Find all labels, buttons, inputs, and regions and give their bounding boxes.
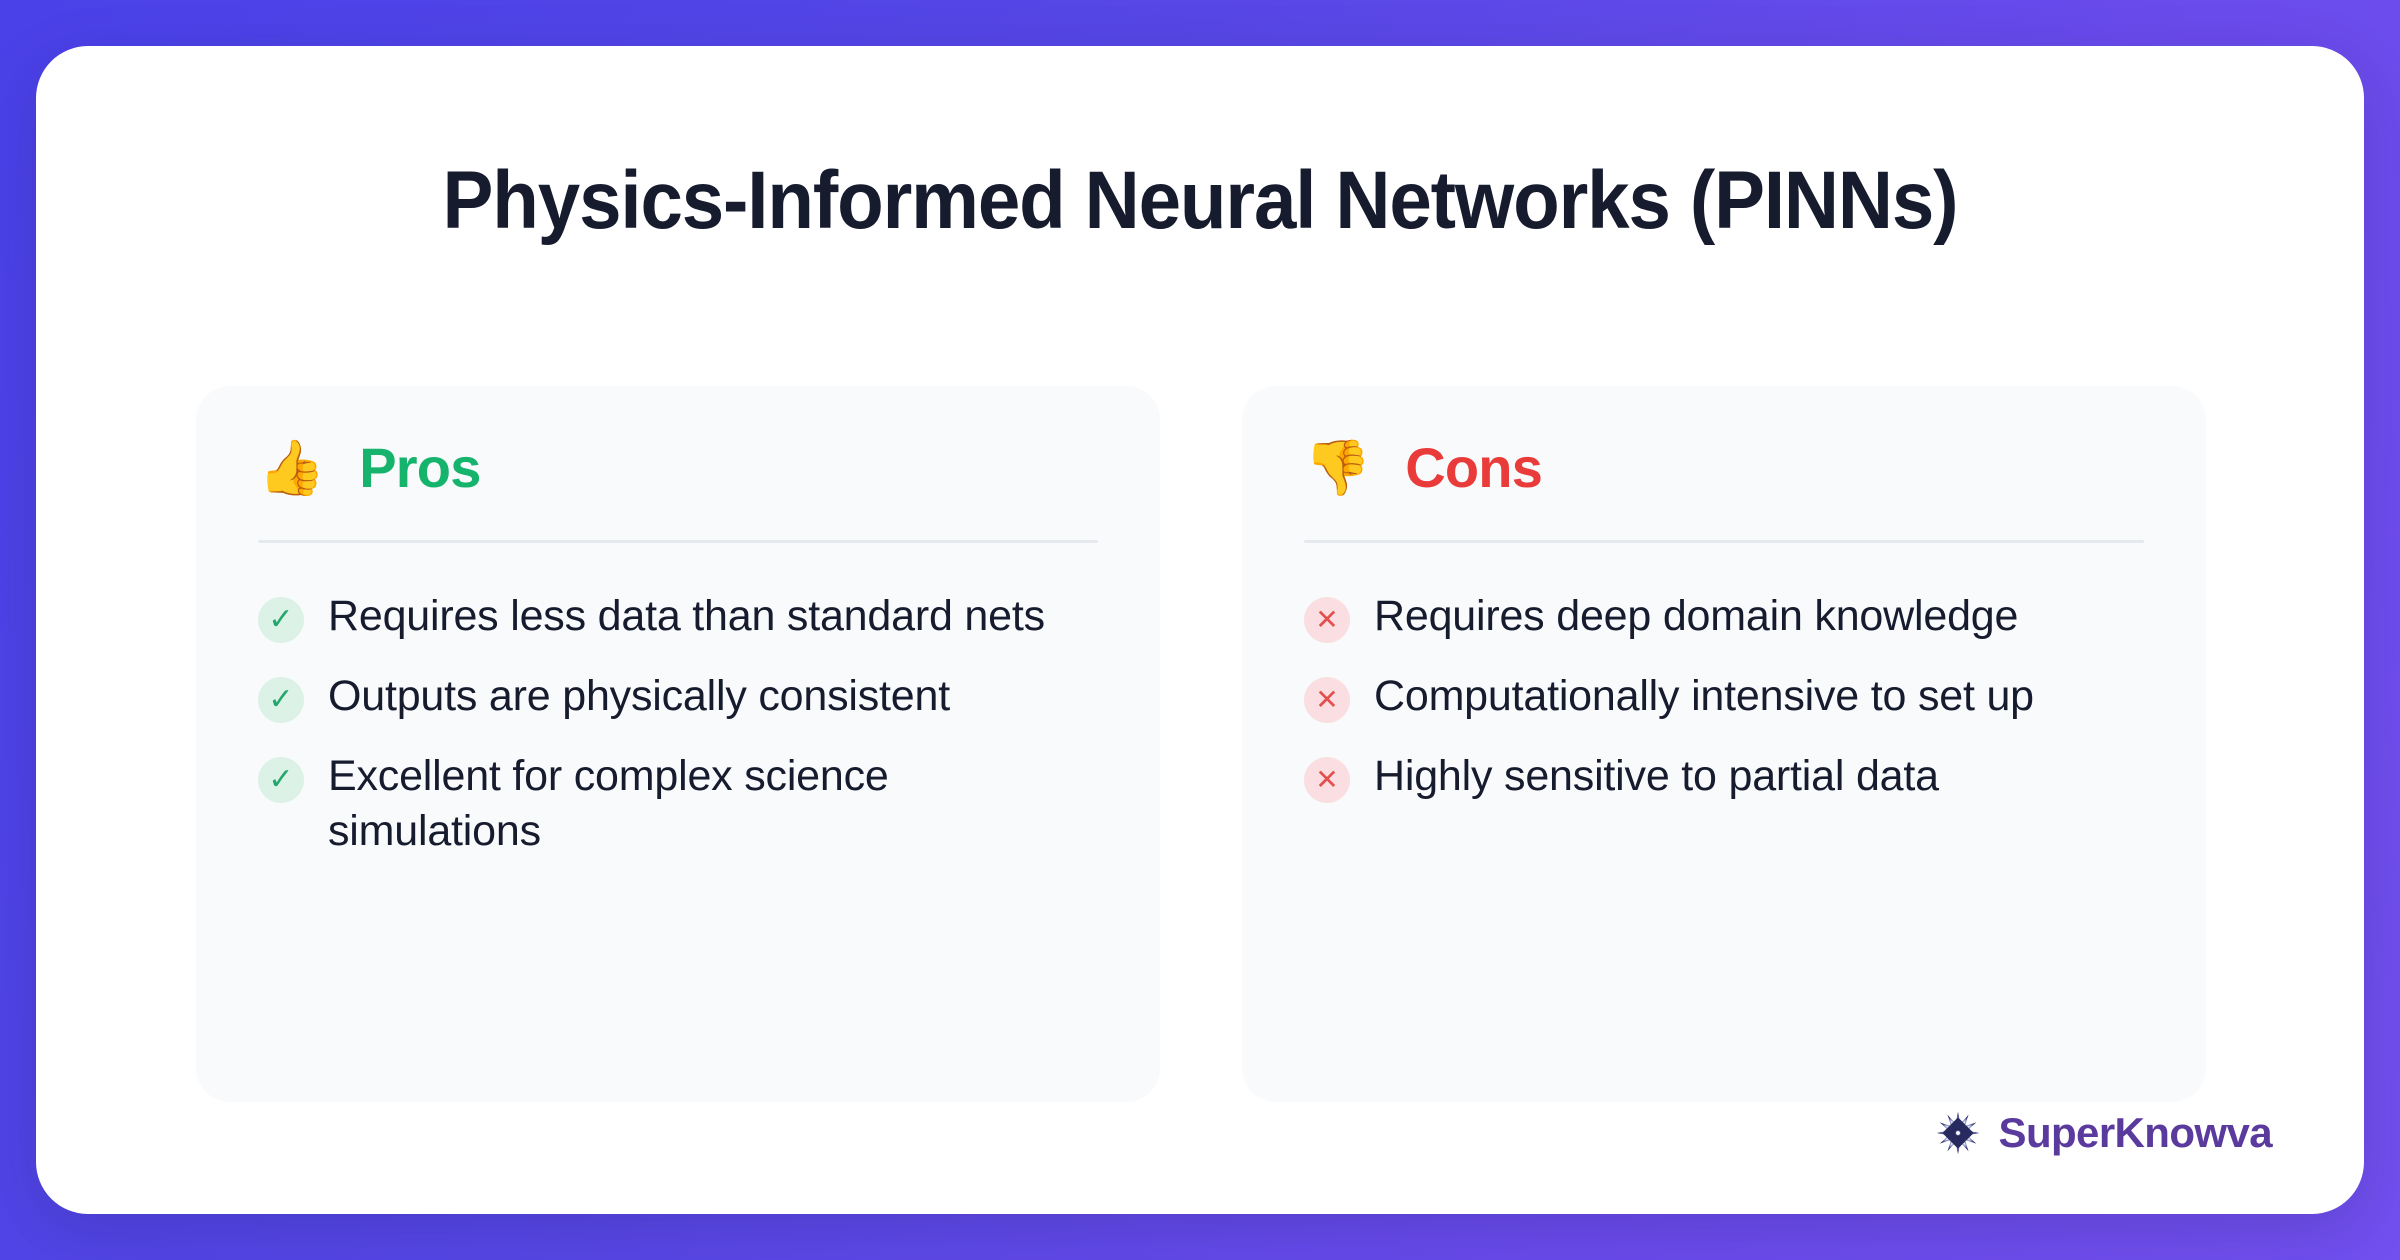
cons-card-title: Cons (1405, 436, 1543, 499)
check-icon: ✓ (258, 757, 304, 804)
pros-list: ✓ Requires less data than standard nets … (258, 589, 1098, 858)
slide-panel: Physics-Informed Neural Networks (PINNs)… (36, 46, 2364, 1214)
thumbs-down-emoji: 👎 (1304, 438, 1372, 498)
list-item-label: Requires less data than standard nets (328, 592, 1045, 640)
cons-card-divider (1304, 540, 2144, 543)
cross-icon: ✕ (1304, 597, 1350, 643)
list-item-label: Highly sensitive to partial data (1374, 752, 1939, 801)
brand-name: SuperKnowva (1998, 1109, 2273, 1156)
cross-icon: ✕ (1304, 757, 1350, 804)
list-item: ✓ Excellent for complex science simulati… (258, 749, 1098, 857)
list-item: ✕ Requires deep domain knowledge (1304, 589, 2144, 643)
list-item-label: Requires deep domain knowledge (1374, 592, 2019, 640)
pros-card: 👍 Pros ✓ Requires less data than standar… (196, 386, 1160, 1102)
starburst-logo-icon (1935, 1110, 1981, 1156)
check-icon: ✓ (258, 677, 304, 724)
pros-card-title: Pros (359, 436, 481, 499)
pros-cons-grid: 👍 Pros ✓ Requires less data than standar… (196, 386, 2206, 1102)
list-item: ✕ Highly sensitive to partial data (1304, 749, 2144, 804)
list-item: ✓ Outputs are physically consistent (258, 669, 1098, 724)
cons-card: 👎 Cons ✕ Requires deep domain knowledge … (1242, 386, 2206, 1102)
list-item-label: Outputs are physically consistent (328, 672, 950, 721)
pros-card-header: 👍 Pros (258, 440, 1098, 506)
cons-card-header: 👎 Cons (1304, 440, 2144, 506)
list-item: ✕ Computationally intensive to set up (1304, 669, 2144, 724)
pros-card-divider (258, 540, 1098, 543)
page-title: Physics-Informed Neural Networks (PINNs) (442, 155, 1959, 246)
cons-list: ✕ Requires deep domain knowledge ✕ Compu… (1304, 589, 2144, 804)
cross-icon: ✕ (1304, 677, 1350, 724)
check-icon: ✓ (258, 597, 304, 643)
brand-logo: SuperKnowva (1935, 1109, 2273, 1156)
list-item-label: Excellent for complex science simulation… (328, 752, 889, 855)
thumbs-up-emoji: 👍 (258, 438, 326, 498)
list-item: ✓ Requires less data than standard nets (258, 589, 1098, 643)
list-item-label: Computationally intensive to set up (1374, 672, 2034, 721)
